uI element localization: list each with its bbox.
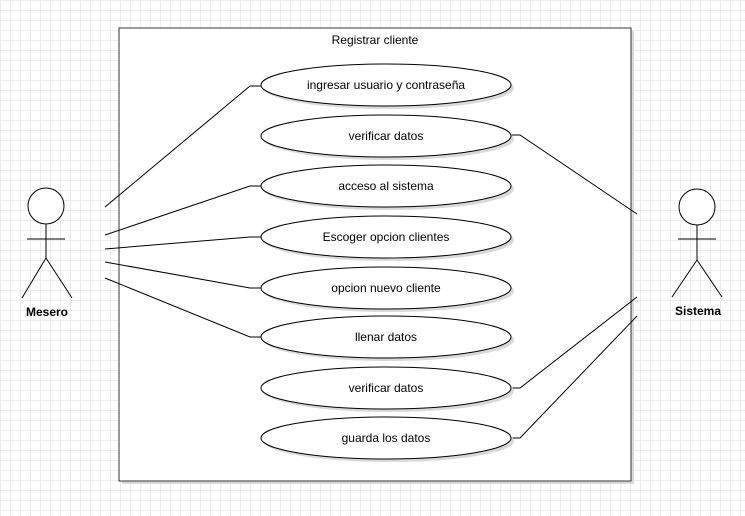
association-line[interactable] [509,134,638,215]
use-case[interactable]: verificar datos [260,366,514,412]
use-case-label: Escoger opcion clientes [323,230,450,244]
actor-label: Mesero [26,305,68,319]
actor-label: Sistema [675,304,721,318]
association-line[interactable] [104,85,261,208]
use-case-label: opcion nuevo cliente [331,281,441,295]
associations [104,85,638,439]
use-case-label: llenar datos [355,330,417,344]
use-case[interactable]: llenar datos [260,315,514,361]
use-case[interactable]: guarda los datos [260,416,514,462]
association-line[interactable] [104,261,261,289]
association-line[interactable] [104,277,261,338]
use-case-label: ingresar usuario y contraseña [307,78,465,92]
use-case[interactable]: Escoger opcion clientes [260,215,514,261]
use-case-label: verificar datos [349,381,424,395]
association-line[interactable] [104,236,261,250]
actor-mesero[interactable]: Mesero [21,187,73,319]
use-case-label: acceso al sistema [338,179,434,193]
use-case[interactable]: acceso al sistema [260,164,514,210]
association-line[interactable] [104,185,261,236]
use-case[interactable]: ingresar usuario y contraseña [260,63,514,109]
use-case-label: verificar datos [349,129,424,143]
actor-sistema[interactable]: Sistema [671,188,723,318]
system-title: Registrar cliente [332,33,419,47]
use-case-label: guarda los datos [342,431,431,445]
stick-figure-icon [21,187,73,299]
stick-figure-icon [671,188,723,298]
use-case[interactable]: opcion nuevo cliente [260,266,514,312]
use-case[interactable]: verificar datos [260,114,514,160]
